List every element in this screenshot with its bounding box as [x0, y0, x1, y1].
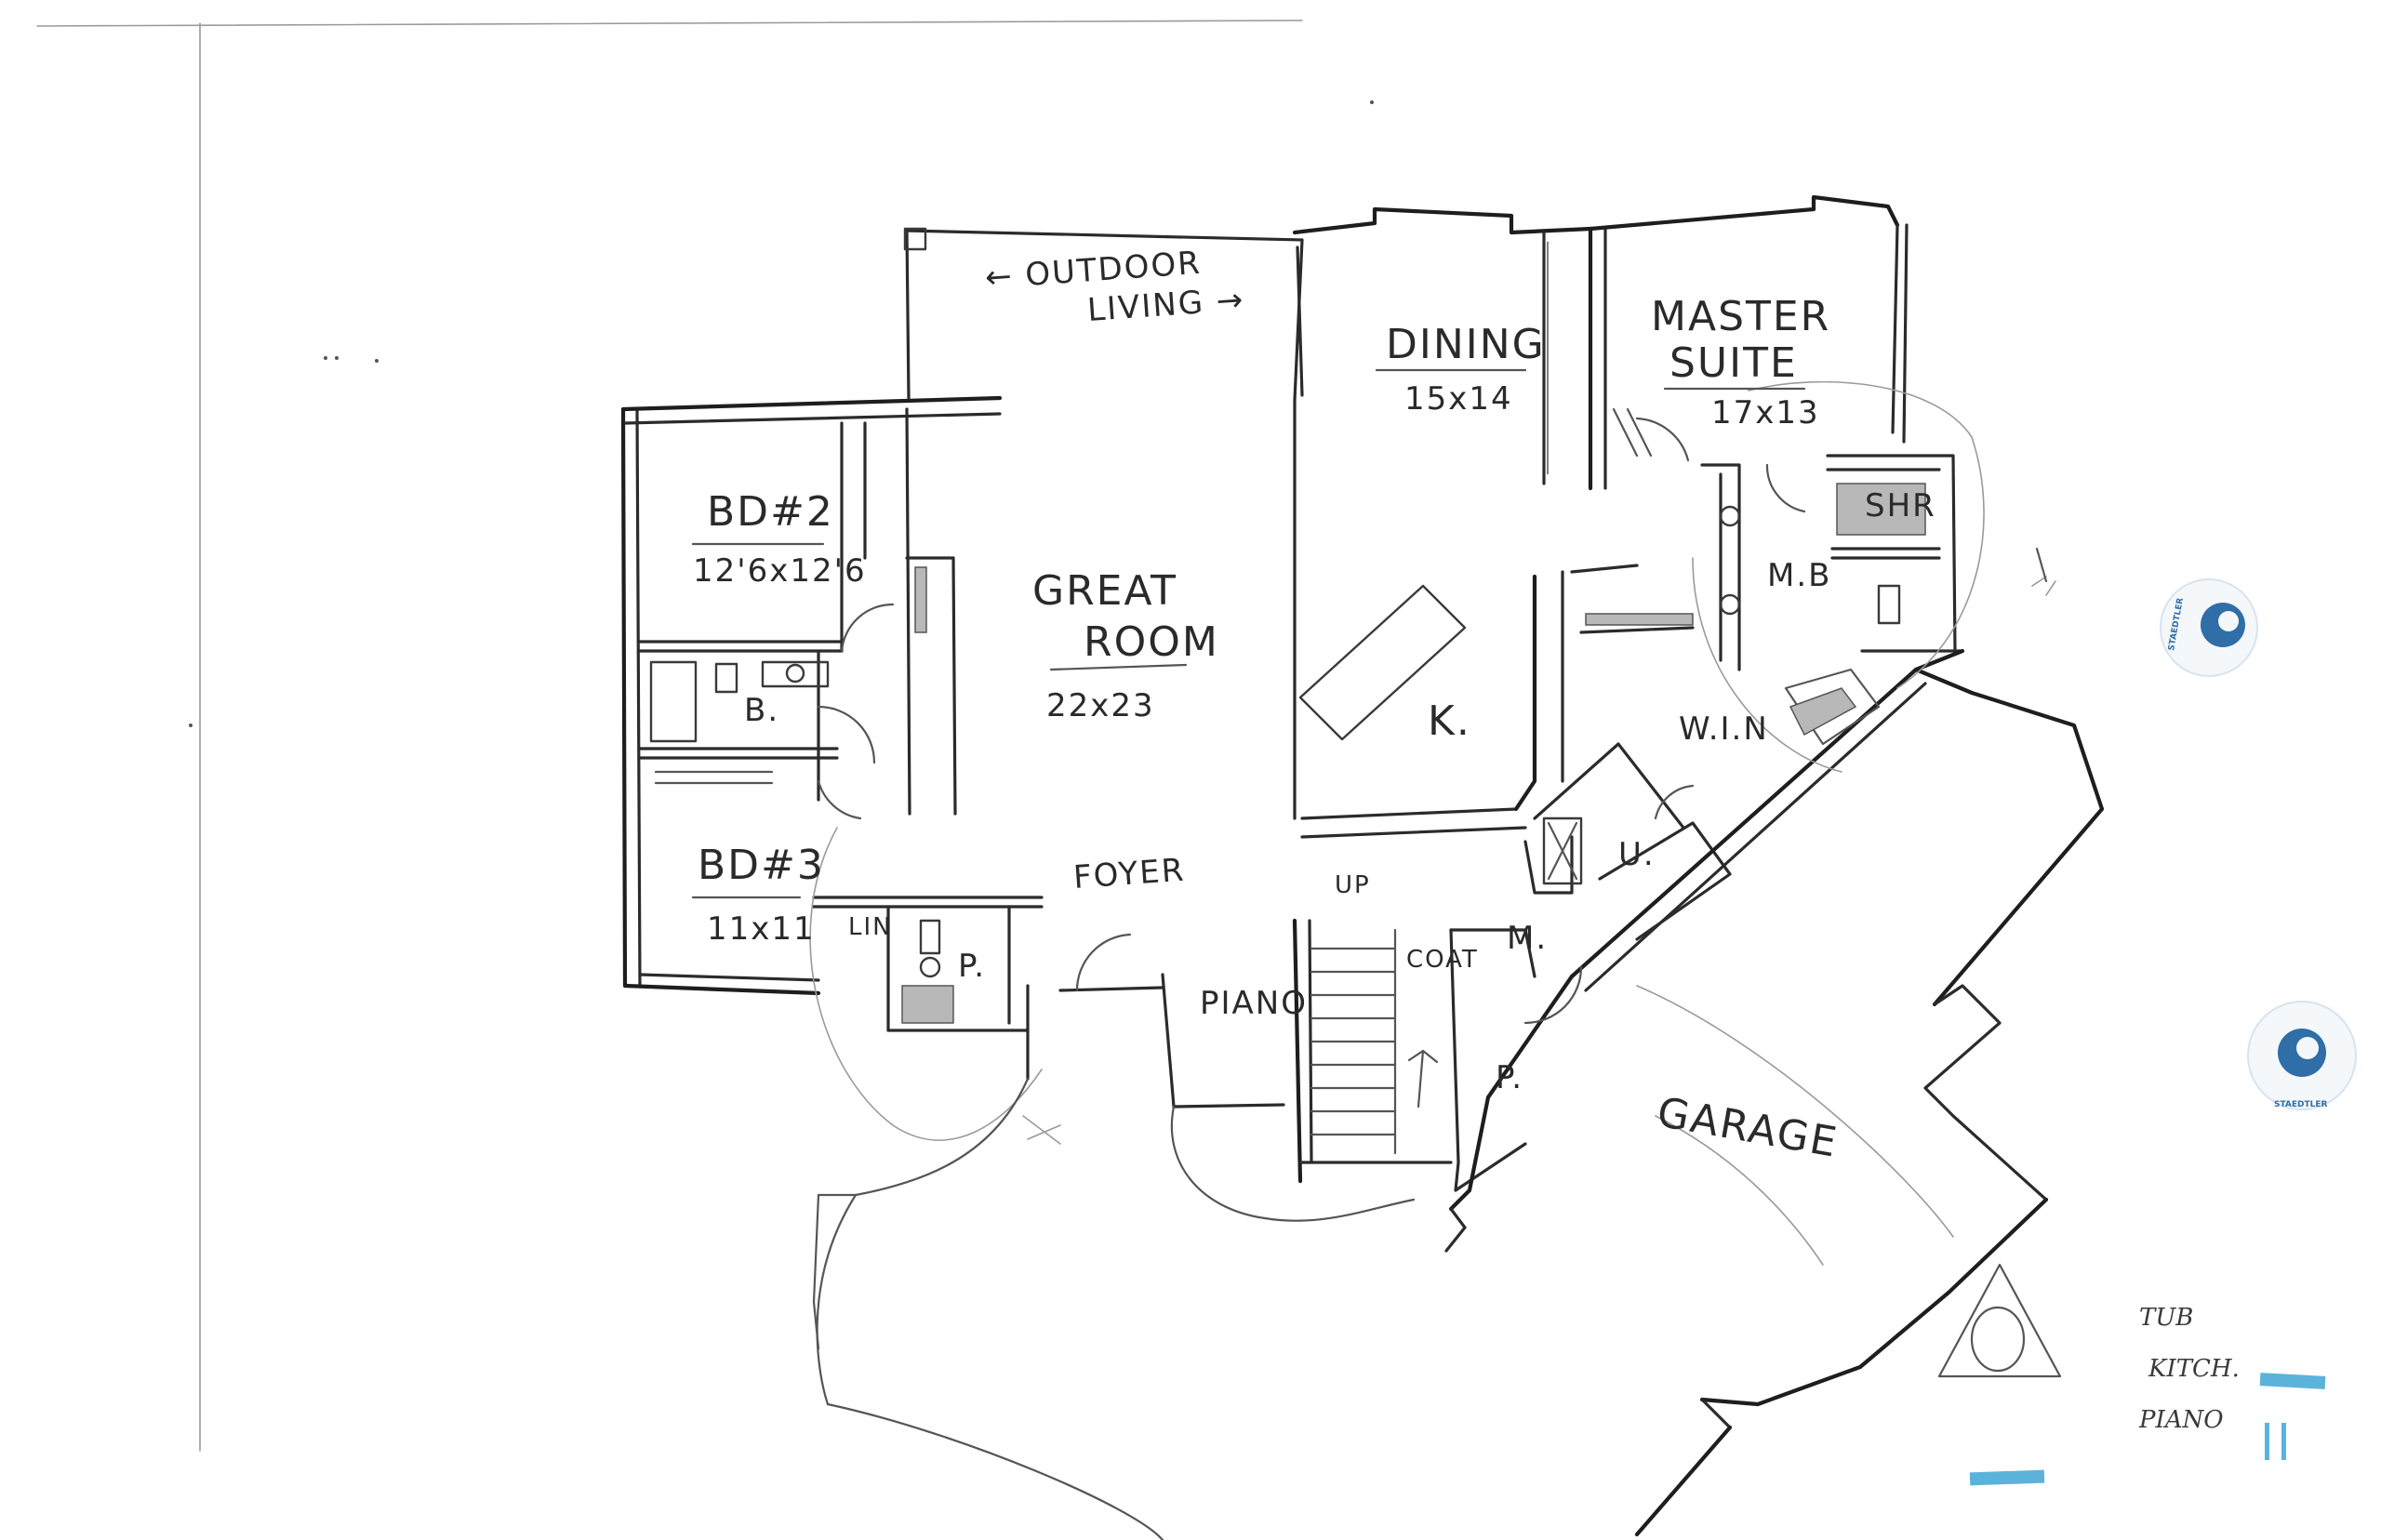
master-bath-label: M.B [1767, 557, 1831, 594]
great-room-size: 22x23 [1046, 687, 1155, 724]
door-swings [817, 407, 1806, 1025]
interior-walls [638, 421, 1964, 1192]
margin-note-3: PIANO [2138, 1406, 2224, 1434]
bath-label: B. [744, 692, 779, 729]
staedtler-sticker-1: STAEDTLER [2160, 578, 2258, 677]
bedroom-3-size: 11x11 [707, 910, 816, 948]
mudroom-label: M. [1507, 920, 1548, 957]
landscape-sketch [809, 380, 1985, 1540]
walk-in-label: W.I.N [1679, 710, 1769, 748]
garage-label: GARAGE [1654, 1089, 1842, 1167]
bedroom-3-label: BD#3 [698, 842, 825, 889]
triangle-sketch [1937, 1263, 2062, 1378]
kitchen-label: K. [1428, 697, 1471, 745]
margin-note-1: TUB [2139, 1304, 2193, 1332]
shower-label: SHR [1865, 487, 1936, 524]
sink-fixture [785, 663, 805, 684]
master-suite-size: 17x13 [1711, 394, 1820, 431]
dining-size: 15x14 [1404, 380, 1513, 418]
garage-walls [1444, 648, 2105, 1537]
kitchen-island [1298, 584, 1467, 741]
margin-notes: TUB KITCH. PIANO [1937, 1263, 2240, 1434]
master-suite-label-2: SUITE [1669, 339, 1798, 387]
room-labels: ← OUTDOOR LIVING → DINING 15x14 MASTER S… [691, 245, 1936, 1167]
great-room-label: GREAT [1032, 567, 1177, 615]
linen-label: LIN [848, 913, 893, 941]
dining-label: DINING [1386, 321, 1546, 368]
utility-label: U. [1618, 836, 1656, 873]
great-room-label-2: ROOM [1084, 618, 1219, 666]
sticker-brand-2: STAEDTLER [2274, 1100, 2328, 1109]
vanity-fixture [761, 660, 830, 688]
margin-note-2: KITCH. [2148, 1355, 2240, 1383]
piano-label: PIANO [1200, 985, 1308, 1022]
tub-fixture [649, 660, 698, 743]
foyer-label: FOYER [1072, 852, 1187, 896]
page-guides [36, 20, 1303, 1452]
master-suite-label: MASTER [1651, 293, 1830, 340]
stair-up-label: UP [1335, 871, 1371, 899]
bedroom-2-label: BD#2 [707, 488, 834, 536]
stair-treads [1310, 928, 1439, 1155]
blue-tape-marks [1969, 1373, 2326, 1486]
outdoor-living-label-2: LIVING → [1086, 281, 1246, 329]
fixtures [649, 231, 1926, 1155]
coat-label: COAT [1406, 946, 1479, 974]
toilet-fixture [714, 662, 738, 694]
bedroom-2-size: 12'6x12'6 [693, 552, 867, 590]
stray-marks [189, 100, 2056, 1145]
exterior-walls [620, 194, 1909, 996]
pantry-label: P. [1496, 1059, 1523, 1096]
powder-label: P. [958, 948, 986, 985]
staedtler-sticker-2: STAEDTLER [2247, 1001, 2357, 1110]
